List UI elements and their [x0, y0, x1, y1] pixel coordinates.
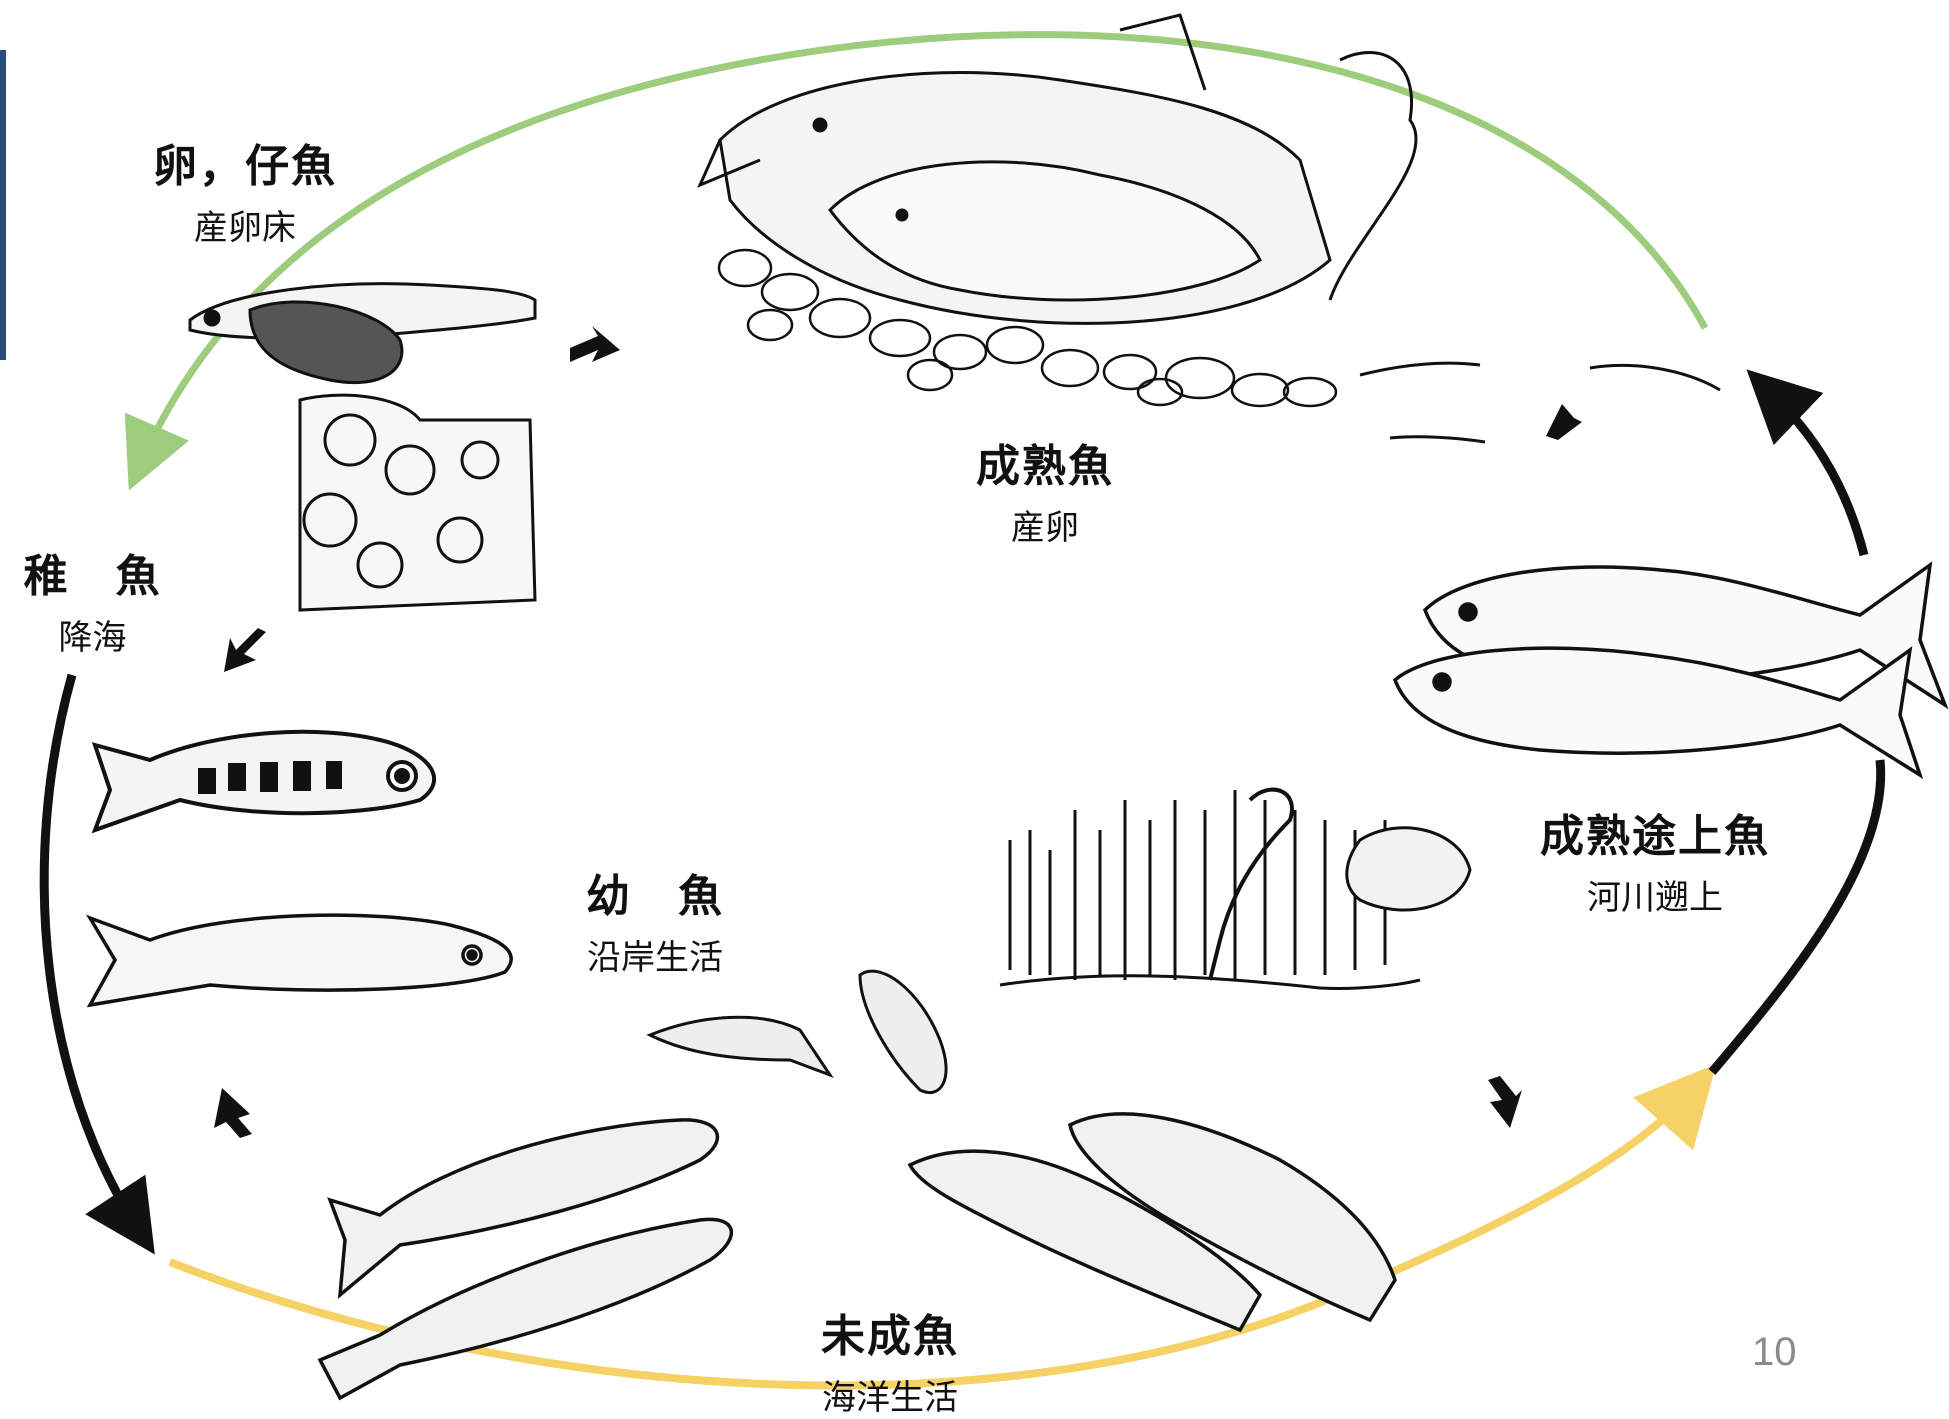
- fry-illustration: [95, 732, 434, 830]
- stage-place: 河川遡上: [1505, 870, 1805, 919]
- stage-name: 幼 魚: [550, 860, 760, 924]
- prey-illustration: [650, 971, 946, 1092]
- stage-place: 産卵: [940, 500, 1150, 549]
- stage-place: 沿岸生活: [550, 930, 760, 979]
- stage-name: 成熟途上魚: [1505, 800, 1805, 864]
- stage-label-immature: 未成魚 海洋生活: [785, 1300, 995, 1419]
- parr-illustration: [90, 915, 511, 1005]
- stage-label-egg: 卵，仔魚 産卵床: [130, 130, 360, 249]
- stage-label-fry: 稚 魚 降海: [0, 540, 185, 659]
- immature-pair-illustration: [910, 1114, 1395, 1330]
- stage-name: 卵，仔魚: [130, 130, 360, 194]
- stage-place: 海洋生活: [785, 1370, 995, 1419]
- stage-place: 降海: [0, 610, 185, 659]
- stage-label-juvenile: 幼 魚 沿岸生活: [550, 860, 760, 979]
- spawning-salmon-pair-illustration: [700, 15, 1720, 442]
- upstream-arrow-upper: [1766, 388, 1864, 555]
- stage-label-maturing: 成熟途上魚 河川遡上: [1505, 800, 1805, 919]
- stage-place: 産卵床: [130, 200, 360, 249]
- stage-label-adult: 成熟魚 産卵: [940, 430, 1150, 549]
- stage-name: 稚 魚: [0, 540, 185, 604]
- maturing-pair-illustration: [1395, 565, 1945, 775]
- alevin-and-egg-illustration: [190, 284, 535, 610]
- page-number: 10: [1752, 1330, 1797, 1375]
- stage-name: 未成魚: [785, 1300, 995, 1364]
- stage-name: 成熟魚: [940, 430, 1150, 494]
- heron-and-reeds-illustration: [1000, 790, 1470, 989]
